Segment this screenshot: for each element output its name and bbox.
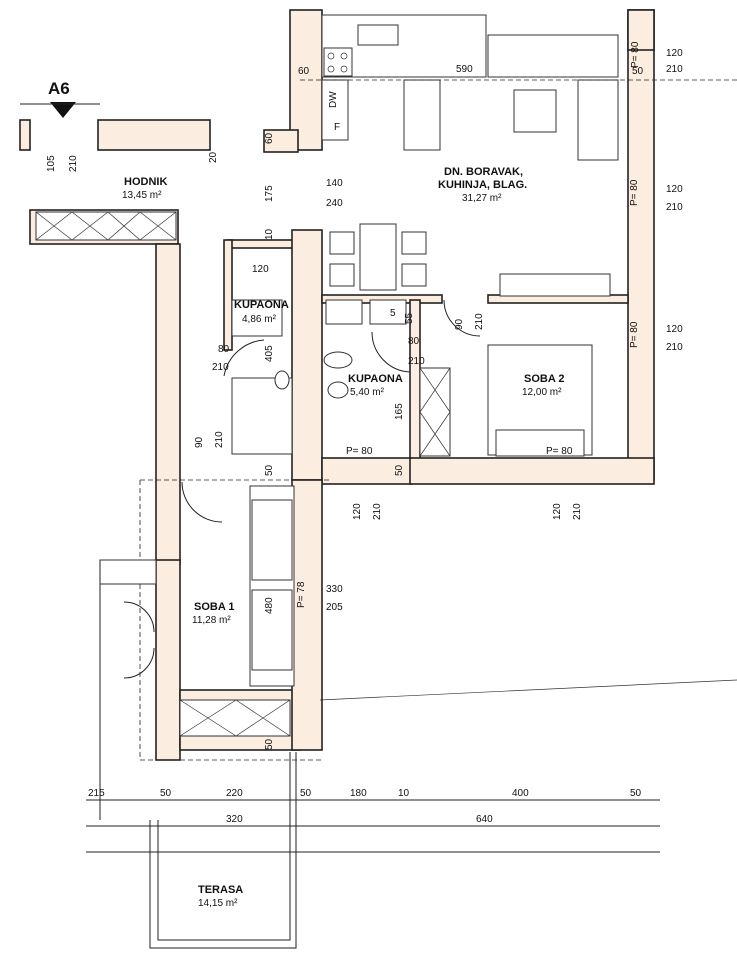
bottom-dim-220: 220 (226, 788, 243, 799)
dim-50-a: 50 (264, 464, 275, 476)
window-height-3: 210 (666, 342, 683, 353)
room-area-terasa: 14,15 m² (198, 898, 238, 909)
room-name-hodnik: HODNIK (124, 176, 167, 188)
room-area-soba-2: 12,00 m² (522, 387, 562, 398)
room-name-soba-1: SOBA 1 (194, 601, 235, 613)
bottom-dim-10: 10 (398, 788, 410, 799)
dim-330: 330 (326, 584, 343, 595)
dim-240: 240 (326, 198, 343, 209)
room-name-soba-2: SOBA 2 (524, 373, 565, 385)
dim-80-b: 80 (408, 336, 420, 347)
sill-p80-2: P= 80 (629, 179, 640, 206)
dim-60-b: 60 (264, 132, 275, 144)
window-width-2: 120 (666, 184, 683, 195)
sill-p80-5: P= 80 (546, 446, 573, 457)
room-area-soba-1: 11,28 m² (192, 615, 231, 626)
room-name-kupaona-1: KUPAONA (234, 299, 289, 311)
room-labels: HODNIK 13,45 m² DN. BORAVAK, KUHINJA, BL… (122, 91, 565, 909)
sill-p78: P= 78 (296, 581, 307, 608)
dim-50-top: 50 (632, 66, 644, 77)
dim-120-k: 120 (252, 264, 269, 275)
sill-p80-1: P= 80 (630, 41, 641, 68)
dim-210-b: 210 (474, 313, 485, 330)
dim-5: 5 (390, 308, 396, 319)
sill-p80-4: P= 80 (346, 446, 373, 457)
room-area-kupaona-1: 4,86 m² (242, 314, 277, 325)
dim-80-a: 80 (218, 344, 230, 355)
dim-60: 60 (298, 66, 310, 77)
dim-210-g: 210 (572, 503, 583, 520)
dim-480: 480 (264, 597, 275, 614)
dimension-lines (86, 799, 660, 853)
dim-20: 20 (208, 151, 219, 163)
section-marker: A6 (20, 79, 100, 118)
dim-210-a: 210 (68, 155, 79, 172)
dim-50-c: 50 (264, 738, 275, 750)
room-area-kupaona-2: 5,40 m² (350, 387, 385, 398)
dim-55: 55 (404, 312, 415, 324)
appliance-f: F (334, 122, 340, 133)
hatched-panels (35, 211, 451, 737)
dim-405: 405 (264, 345, 275, 362)
room-name-kupaona-2: KUPAONA (348, 373, 403, 385)
dim-10: 10 (264, 228, 275, 240)
window-height-1: 210 (666, 64, 683, 75)
window-width-3: 120 (666, 324, 683, 335)
terrace (99, 559, 737, 949)
bottom-dim-215: 215 (88, 788, 105, 799)
dim-90-a: 90 (454, 318, 465, 330)
bottom-dims: 215 50 220 50 180 10 400 50 320 640 (88, 788, 642, 825)
window-width-1: 120 (666, 48, 683, 59)
appliance-dw: DW (328, 91, 339, 108)
sill-p80-3: P= 80 (629, 321, 640, 348)
bottom-dim-180: 180 (350, 788, 367, 799)
dim-90-b: 90 (194, 436, 205, 448)
dim-120-c: 120 (552, 503, 563, 520)
dim-210-f: 210 (372, 503, 383, 520)
bottom-dim-400: 400 (512, 788, 529, 799)
dim-165: 165 (394, 403, 405, 420)
bottom-dim-50-c: 50 (630, 788, 642, 799)
room-name-dnevni-2: KUHINJA, BLAG. (438, 179, 527, 191)
bottom-dim-50-b: 50 (300, 788, 312, 799)
kitchen-furniture (231, 14, 619, 687)
bottom-dim-50-a: 50 (160, 788, 172, 799)
room-name-terasa: TERASA (198, 884, 243, 896)
room-area-hodnik: 13,45 m² (122, 190, 162, 201)
dim-50-b: 50 (394, 464, 405, 476)
doors (123, 299, 481, 679)
dim-590: 590 (456, 64, 473, 75)
dim-140: 140 (326, 178, 343, 189)
dim-210-e: 210 (214, 431, 225, 448)
dim-120-b: 120 (352, 503, 363, 520)
bottom-dim-640: 640 (476, 814, 493, 825)
section-marker-label: A6 (48, 79, 70, 98)
room-name-dnevni-1: DN. BORAVAK, (444, 166, 523, 178)
bottom-dim-320: 320 (226, 814, 243, 825)
dim-210-c: 210 (212, 362, 229, 373)
dashed-lines (139, 79, 737, 761)
dimension-texts: 60 590 50 120 210 120 210 120 210 P= 80 … (46, 41, 683, 750)
window-height-2: 210 (666, 202, 683, 213)
dim-105: 105 (46, 155, 57, 172)
room-area-dnevni: 31,27 m² (462, 193, 502, 204)
dim-175: 175 (264, 185, 275, 202)
dim-205: 205 (326, 602, 343, 613)
dim-210-d: 210 (408, 356, 425, 367)
